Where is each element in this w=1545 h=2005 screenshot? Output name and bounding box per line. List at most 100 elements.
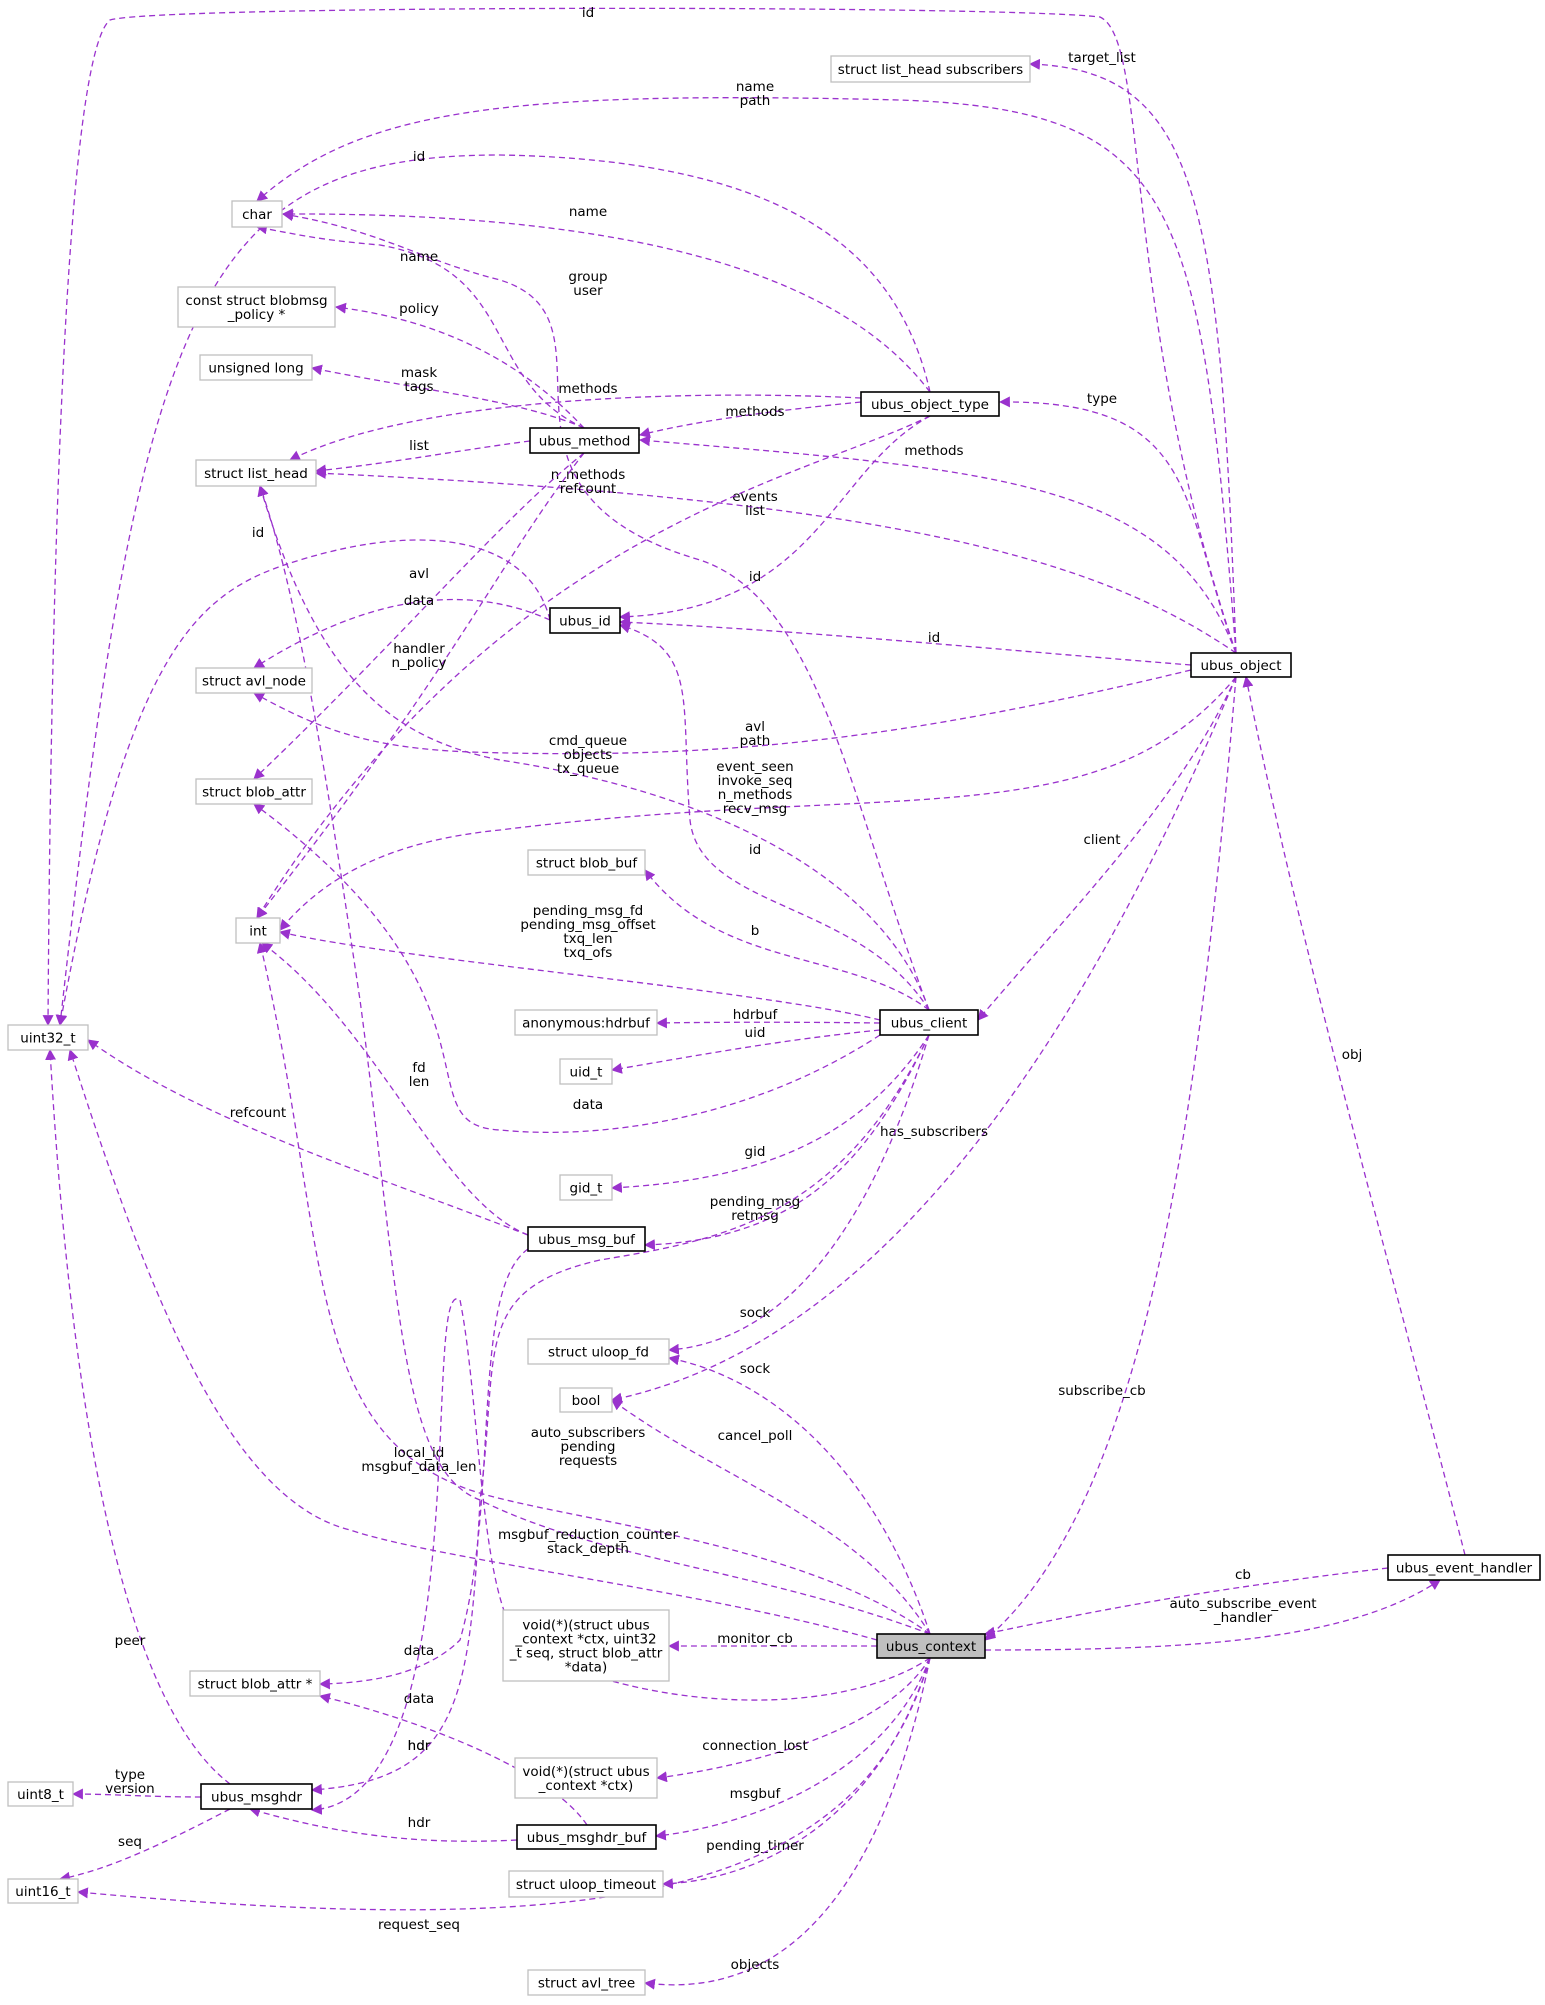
- node-ubus-method[interactable]: ubus_method: [529, 427, 640, 454]
- node-ubus-object-type[interactable]: ubus_object_type: [860, 391, 1000, 417]
- edge-label: requests: [559, 1453, 617, 1469]
- edge-path: [998, 396, 1237, 654]
- edge-label: id: [928, 630, 940, 646]
- edge-path: [248, 1806, 518, 1842]
- edge-ubus_context-to-avl_tree: objects: [643, 1657, 931, 1990]
- node-box: [559, 1174, 613, 1201]
- edge-path: [610, 676, 1237, 1404]
- node-box: [527, 1338, 670, 1365]
- node-uint8-t: uint8_t: [7, 1781, 74, 1807]
- edge-ubus_context-to-uloop_timeout: pending_timer: [661, 1657, 931, 1890]
- edge-label: group: [568, 269, 607, 285]
- edge-ubus_msg_buf-to-uint32_t: refcount: [87, 1039, 529, 1236]
- edge-ubus_object-to-ubus_object_type: type: [998, 391, 1237, 654]
- node-label: ubus_msghdr: [211, 1790, 302, 1806]
- node-label: struct blob_buf: [536, 856, 638, 872]
- node-label: *data): [565, 1660, 607, 1676]
- edge-path: [618, 622, 930, 1011]
- node-avl-tree: struct avl_tree: [527, 1969, 646, 1996]
- edge-label: mask: [401, 365, 437, 381]
- edge-ubus_msghdr_buf-to-ubus_msghdr: hdr: [248, 1806, 518, 1842]
- node-box: [516, 1824, 657, 1850]
- node-box: [199, 354, 313, 381]
- edge-ubus_client-to-blob_attr: data: [253, 803, 881, 1133]
- edge-label: id: [749, 569, 761, 585]
- edge-label: avl: [745, 719, 765, 735]
- edge-label: pending: [561, 1439, 616, 1455]
- edge-ubus_context-to-ubus_msghdr_buf: msgbuf: [654, 1657, 931, 1841]
- edge-ubus_object-to-list_head_subs: target_list: [1028, 50, 1237, 654]
- edge-path: [310, 1034, 930, 1795]
- edge-label: version: [105, 1781, 154, 1797]
- node-label: ubus_msghdr_buf: [527, 1830, 648, 1846]
- node-label: void(*)(struct ubus: [522, 1618, 649, 1634]
- edge-label: msgbuf_reduction_counter: [498, 1527, 678, 1543]
- node-label: struct avl_tree: [538, 1976, 635, 1992]
- node-ubus-object[interactable]: ubus_object: [1190, 652, 1292, 678]
- edge-ubus_context-to-conn_fn: connection_lost: [655, 1657, 931, 1783]
- edge-path: [76, 1657, 931, 1911]
- edge-path: [281, 210, 930, 1011]
- edge-label: id: [749, 842, 761, 858]
- edge-ubus_object-to-ubus_id: id: [618, 616, 1192, 666]
- edge-label: events: [732, 489, 777, 505]
- edge-label: connection_lost: [702, 1738, 807, 1754]
- edge-ubus_msghdr_buf-to-blob_attr_ptr: data: [318, 1691, 588, 1826]
- edge-path: [256, 97, 1237, 654]
- edge-label: uid: [745, 1025, 766, 1041]
- node-ubus-id[interactable]: ubus_id: [549, 607, 621, 634]
- edge-label: gid: [745, 1144, 766, 1160]
- node-ubus-context[interactable]: ubus_context: [876, 1633, 986, 1659]
- node-ubus-event-handler[interactable]: ubus_event_handler: [1387, 1554, 1541, 1581]
- edge-label: policy: [399, 301, 439, 317]
- edge-label: n_methods: [551, 467, 625, 483]
- node-label: uint32_t: [20, 1031, 75, 1047]
- node-box: [7, 1781, 74, 1807]
- edge-label: refcount: [560, 481, 616, 497]
- edge-path: [253, 452, 585, 780]
- node-label: void(*)(struct ubus: [522, 1764, 649, 1780]
- edge-label: peer: [115, 1633, 146, 1649]
- edge-ubus_object-to-ubus_method: methods: [638, 435, 1237, 654]
- edge-label: cb: [1235, 1567, 1251, 1583]
- edge-label: invoke_seq: [718, 773, 793, 789]
- edge-path: [644, 869, 930, 1011]
- edge-path: [253, 669, 1192, 755]
- edge-path: [45, 1048, 231, 1785]
- edge-label: hdrbuf: [733, 1007, 779, 1023]
- node-box: [7, 1024, 89, 1051]
- node-box: [527, 849, 646, 876]
- edge-ubus_object-to-ubus_client: client: [977, 676, 1237, 1021]
- node-ubus-client[interactable]: ubus_client: [879, 1009, 979, 1036]
- edge-label: b: [751, 923, 760, 939]
- edge-label: hdr: [408, 1815, 431, 1831]
- edge-ubus_method-to-blob_attr: data: [253, 452, 585, 780]
- edge-ubus_msghdr-to-uint16_t: seq: [58, 1808, 231, 1883]
- node-ubus-msg-buf[interactable]: ubus_msg_buf: [527, 1226, 646, 1252]
- edge-ubus_msg_buf-to-blob_attr_ptr: data: [318, 1248, 529, 1690]
- edge-ubus_id-to-avl_node: avl: [253, 566, 551, 669]
- edge-path: [67, 1048, 878, 1641]
- edge-path: [318, 1692, 588, 1826]
- node-uloop-fd: struct uloop_fd: [527, 1338, 670, 1365]
- edge-label: handler: [393, 641, 445, 657]
- edge-label: methods: [904, 443, 963, 459]
- node-box: [860, 391, 1000, 417]
- node-ubus-msghdr-buf[interactable]: ubus_msghdr_buf: [516, 1824, 657, 1850]
- edge-path: [618, 616, 1192, 666]
- edge-label: event_seen: [716, 759, 793, 775]
- node-box: [7, 1878, 79, 1904]
- edge-label: sock: [740, 1361, 771, 1377]
- node-ubus-msghdr[interactable]: ubus_msghdr: [200, 1783, 313, 1810]
- edge-path: [279, 676, 1237, 931]
- edges-layer: idtarget_listnamepathidnamegroupusername…: [42, 5, 1466, 1990]
